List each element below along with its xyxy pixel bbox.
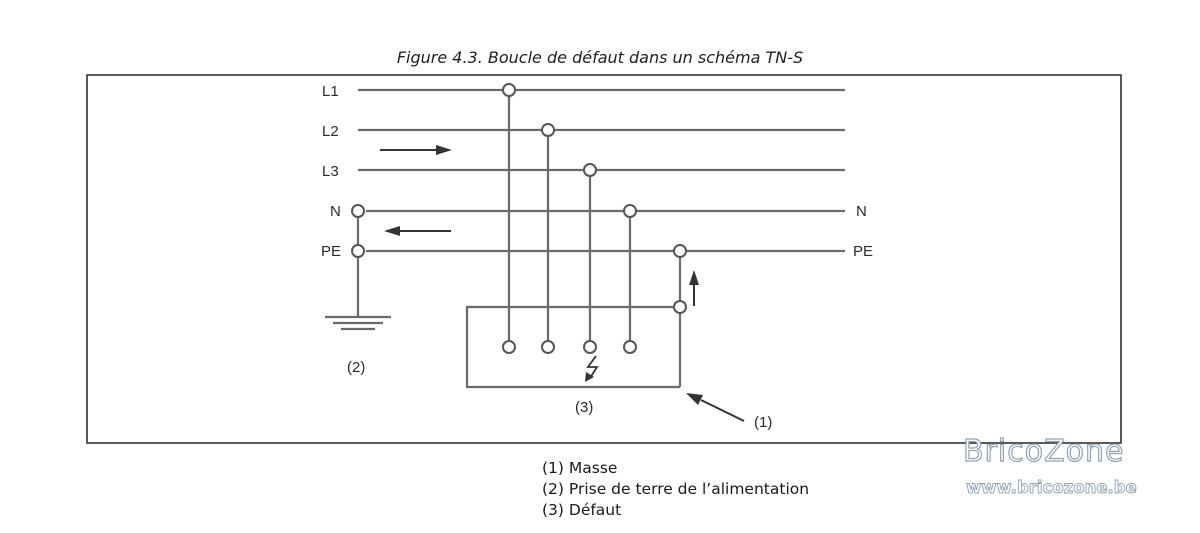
arrow-frame-shaft [700, 399, 745, 422]
fault-arrowhead [585, 372, 594, 382]
terminal-l3 [583, 340, 597, 354]
legend: (1) Masse (2) Prise de terre de l’alimen… [542, 458, 809, 521]
marker-earth: (2) [347, 359, 365, 376]
watermark-logo: BricoZone [962, 433, 1125, 469]
label-pe-left: PE [321, 243, 341, 260]
figure-frame [86, 74, 1122, 444]
node-l2 [541, 123, 555, 137]
node-pe-frame [673, 300, 687, 314]
node-pe-tap [673, 244, 687, 258]
legend-item-prise-de-terre: (2) Prise de terre de l’alimentation [542, 480, 810, 498]
figure-caption: Figure 4.3. Boucle de défaut dans un sch… [396, 48, 804, 67]
node-l1 [502, 83, 516, 97]
label-l2: L2 [322, 123, 339, 140]
legend-item-masse: (1) Masse [542, 459, 618, 477]
label-n-right: N [856, 203, 867, 220]
label-l1: L1 [322, 83, 339, 100]
node-pe-source [351, 244, 365, 258]
node-n-source [351, 204, 365, 218]
fault-symbol [586, 355, 599, 379]
label-n-left: N [330, 203, 341, 220]
terminal-l2 [541, 340, 555, 354]
marker-frame: (1) [754, 414, 772, 431]
marker-fault: (3) [575, 399, 593, 416]
arrow-frame-icon [686, 393, 703, 405]
arrow-right-icon [436, 145, 452, 155]
legend-item-defaut: (3) Défaut [542, 501, 622, 519]
label-l3: L3 [322, 163, 339, 180]
load-frame [465, 305, 680, 389]
arrow-left-icon [384, 226, 400, 236]
node-l3 [583, 163, 597, 177]
terminal-n [623, 340, 637, 354]
node-n-tap [623, 204, 637, 218]
watermark-url: www.bricozone.be [966, 478, 1138, 498]
arrow-up-icon [689, 270, 699, 285]
terminal-l1 [502, 340, 516, 354]
label-pe-right: PE [853, 243, 873, 260]
